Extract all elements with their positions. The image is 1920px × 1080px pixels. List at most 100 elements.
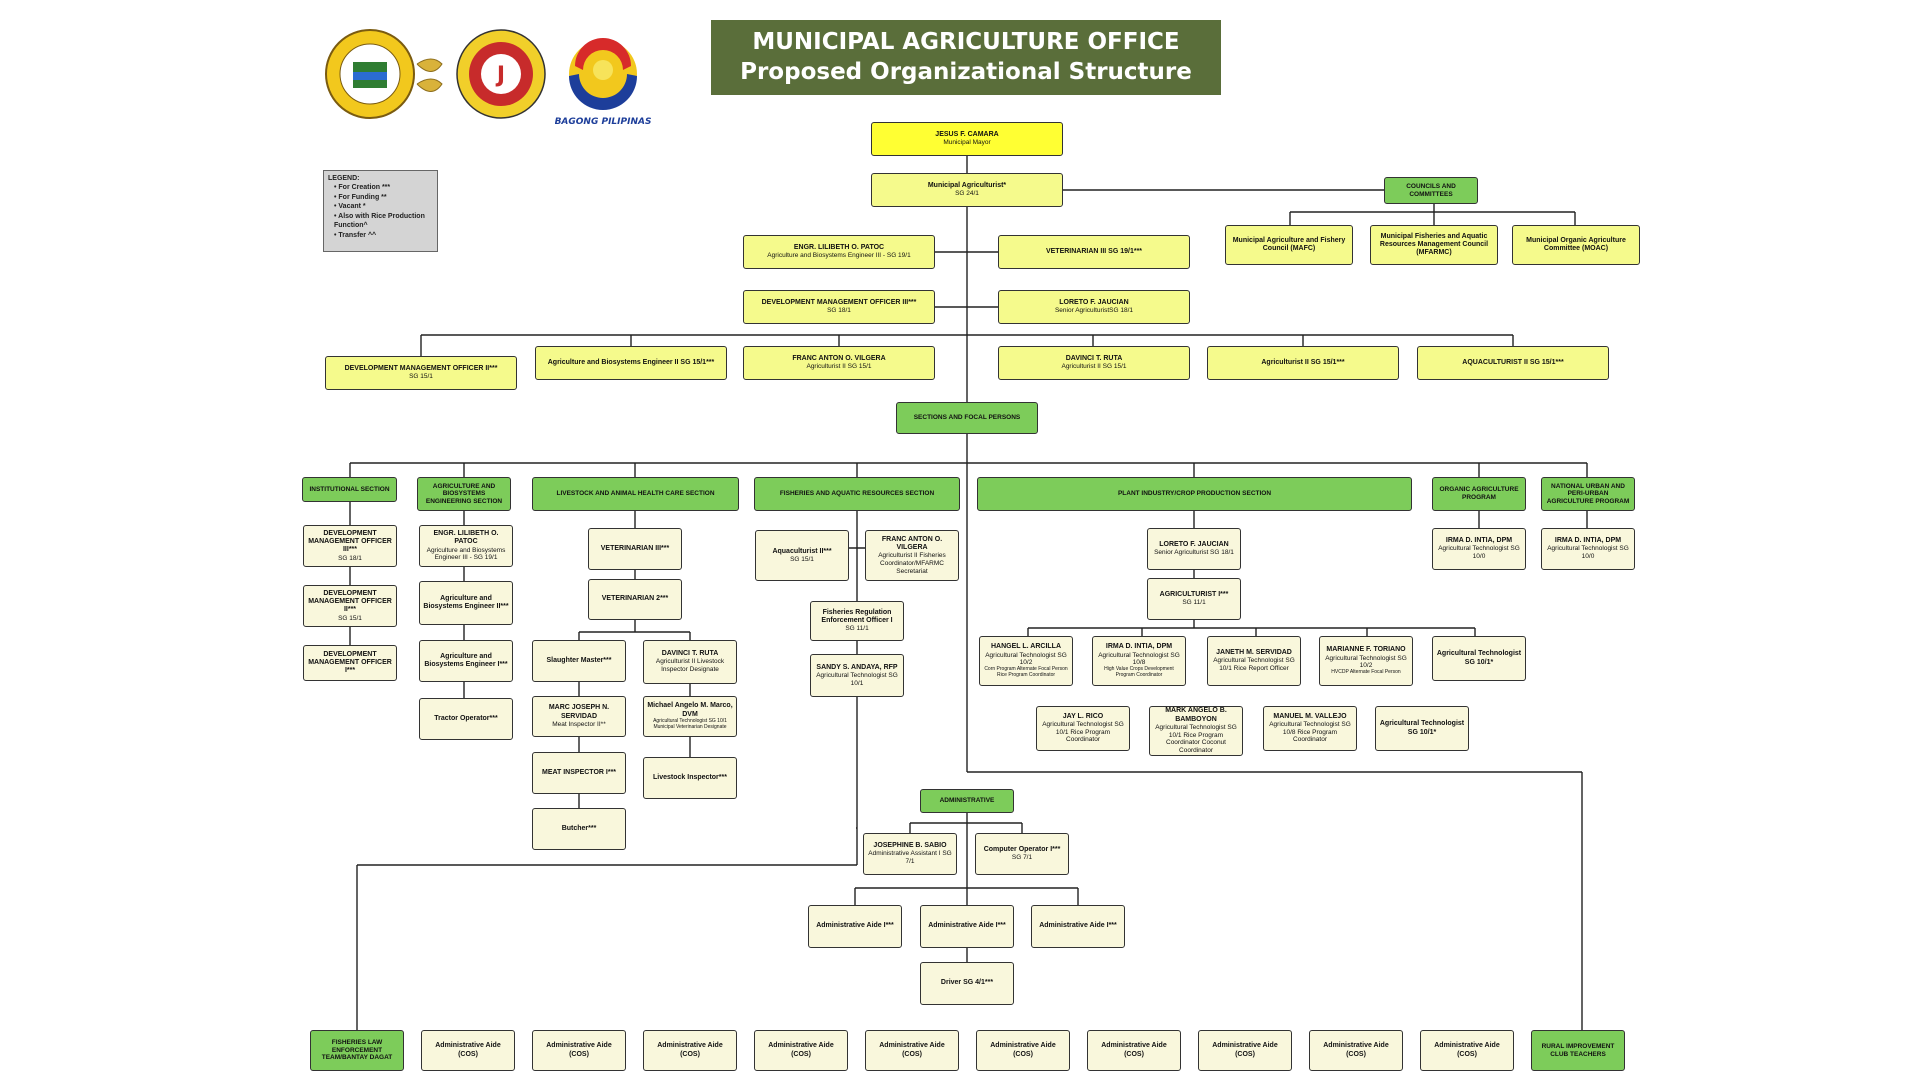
agriculturist-1-box[interactable]: AGRICULTURIST I*** SG 11/1 <box>1147 578 1241 620</box>
butcher-box[interactable]: Butcher*** <box>532 808 626 850</box>
abes-patoc-box[interactable]: ENGR. LILIBETH O. PATOC Agriculture and … <box>419 525 513 567</box>
box-title: Senior Agriculturist SG 18/1 <box>1154 549 1234 557</box>
councils-committees-box[interactable]: COUNCILS AND COMMITTEES <box>1384 177 1478 204</box>
freo-1-box[interactable]: Fisheries Regulation Enforcement Officer… <box>810 601 904 641</box>
admin-aide-1-box[interactable]: Administrative Aide I*** <box>808 905 902 948</box>
box-name: VETERINARIAN III*** <box>600 544 670 552</box>
intia-nupap-box[interactable]: IRMA D. INTIA, DPM Agricultural Technolo… <box>1541 528 1635 570</box>
cos-aide-box[interactable]: Administrative Aide (COS) <box>643 1030 737 1071</box>
institutional-section-box[interactable]: INSTITUTIONAL SECTION <box>302 477 397 502</box>
veterinarian-3-box[interactable]: VETERINARIAN III SG 19/1*** <box>998 235 1190 269</box>
abes-abe-2-box[interactable]: Agriculture and Biosystems Engineer II**… <box>419 581 513 625</box>
meat-inspector-1-box[interactable]: MEAT INSPECTOR I*** <box>532 752 626 794</box>
box-name: JESUS F. CAMARA <box>935 131 999 139</box>
sabio-box[interactable]: JOSEPHINE B. SABIO Administrative Assist… <box>863 833 957 875</box>
box-name: FISHERIES AND AQUATIC RESOURCES SECTION <box>779 490 935 498</box>
cos-aide-box[interactable]: Administrative Aide (COS) <box>421 1030 515 1071</box>
livestock-section-box[interactable]: LIVESTOCK AND ANIMAL HEALTH CARE SECTION <box>532 477 739 511</box>
box-name: SANDY S. ANDAYA, RFP <box>816 663 898 671</box>
sections-focal-persons-box[interactable]: SECTIONS AND FOCAL PERSONS <box>896 402 1038 434</box>
cos-aide-box[interactable]: Administrative Aide (COS) <box>754 1030 848 1071</box>
inst-dmo-3-box[interactable]: DEVELOPMENT MANAGEMENT OFFICER III*** SG… <box>303 525 397 567</box>
abe-section-box[interactable]: AGRICULTURE AND BIOSYSTEMS ENGINEERING S… <box>417 477 511 511</box>
box-name: Administrative Aide (COS) <box>1323 1042 1389 1058</box>
livestock-vet-3-box[interactable]: VETERINARIAN III*** <box>588 528 682 570</box>
ric-teachers-box[interactable]: RURAL IMPROVEMENT CLUB TEACHERS <box>1531 1030 1625 1071</box>
cos-aide-box[interactable]: Administrative Aide (COS) <box>865 1030 959 1071</box>
fisheries-section-box[interactable]: FISHERIES AND AQUATIC RESOURCES SECTION <box>754 477 960 511</box>
servidad-meat-inspector-box[interactable]: MARC JOSEPH N. SERVIDAD Meat Inspector I… <box>532 696 626 737</box>
rico-box[interactable]: JAY L. RICO Agricultural Technologist SG… <box>1036 706 1130 751</box>
toriano-box[interactable]: MARIANNE F. TORIANO Agricultural Technol… <box>1319 636 1413 686</box>
vallejo-box[interactable]: MANUEL M. VALLEJO Agricultural Technolog… <box>1263 706 1357 751</box>
box-name: Administrative Aide (COS) <box>1101 1042 1167 1058</box>
aquaculturist-2-box[interactable]: AQUACULTURIST II SG 15/1*** <box>1417 346 1609 380</box>
flet-box[interactable]: FISHERIES LAW ENFORCEMENT TEAM/BANTAY DA… <box>310 1030 404 1071</box>
box-name: Administrative Aide I*** <box>928 922 1006 930</box>
administrative-box[interactable]: ADMINISTRATIVE <box>920 789 1014 813</box>
dmo-3-box[interactable]: DEVELOPMENT MANAGEMENT OFFICER III*** SG… <box>743 290 935 324</box>
vilgera-agri2-box[interactable]: FRANC ANTON O. VILGERA Agriculturist II … <box>743 346 935 380</box>
box-title: SG 11/1 <box>845 625 869 633</box>
mfarmc-box[interactable]: Municipal Fisheries and Aquatic Resource… <box>1370 225 1498 265</box>
cos-aide-box[interactable]: Administrative Aide (COS) <box>532 1030 626 1071</box>
servidad-rice-box[interactable]: JANETH M. SERVIDAD Agricultural Technolo… <box>1207 636 1301 686</box>
livestock-inspector-box[interactable]: Livestock Inspector*** <box>643 757 737 799</box>
cos-aide-box[interactable]: Administrative Aide (COS) <box>1309 1030 1403 1071</box>
agtech-vacant-2-box[interactable]: Agricultural Technologist SG 10/1* <box>1375 706 1469 751</box>
inst-dmo-2-box[interactable]: DEVELOPMENT MANAGEMENT OFFICER II*** SG … <box>303 585 397 627</box>
cos-aide-box[interactable]: Administrative Aide (COS) <box>1087 1030 1181 1071</box>
mayor-box[interactable]: JESUS F. CAMARA Municipal Mayor <box>871 122 1063 156</box>
box-name: LIVESTOCK AND ANIMAL HEALTH CARE SECTION <box>556 490 715 498</box>
moac-box[interactable]: Municipal Organic Agriculture Committee … <box>1512 225 1640 265</box>
agriculturist-2-box[interactable]: Agriculturist II SG 15/1*** <box>1207 346 1399 380</box>
box-name: JAY L. RICO <box>1062 712 1104 720</box>
cos-aide-box[interactable]: Administrative Aide (COS) <box>1198 1030 1292 1071</box>
cos-aide-box[interactable]: Administrative Aide (COS) <box>1420 1030 1514 1071</box>
inst-dmo-1-box[interactable]: DEVELOPMENT MANAGEMENT OFFICER I*** <box>303 645 397 681</box>
agtech-vacant-1-box[interactable]: Agricultural Technologist SG 10/1* <box>1432 636 1526 681</box>
patoc-abe3-box[interactable]: ENGR. LILIBETH O. PATOC Agriculture and … <box>743 235 935 269</box>
ruta-livestock-box[interactable]: DAVINCI T. RUTA Agriculturist II Livesto… <box>643 640 737 684</box>
marco-vet-box[interactable]: Michael Angelo M. Marco, DVM Agricultura… <box>643 696 737 737</box>
intia-hvcdp-box[interactable]: IRMA D. INTIA, DPM Agricultural Technolo… <box>1092 636 1186 686</box>
municipal-agriculturist-box[interactable]: Municipal Agriculturist* SG 24/1 <box>871 173 1063 207</box>
veterinarian-2-box[interactable]: VETERINARIAN 2*** <box>588 579 682 620</box>
abes-abe-1-box[interactable]: Agriculture and Biosystems Engineer I*** <box>419 640 513 682</box>
computer-operator-box[interactable]: Computer Operator I*** SG 7/1 <box>975 833 1069 875</box>
box-name: Agricultural Technologist SG 10/1* <box>1379 720 1465 736</box>
cos-aide-box[interactable]: Administrative Aide (COS) <box>976 1030 1070 1071</box>
box-name: Agriculture and Biosystems Engineer II**… <box>423 594 509 610</box>
box-title: Agricultural Technologist SG 10/2 <box>1325 654 1407 670</box>
nupap-box[interactable]: NATIONAL URBAN AND PERI-URBAN AGRICULTUR… <box>1541 477 1635 511</box>
ruta-agri2-box[interactable]: DAVINCI T. RUTA Agriculturist II SG 15/1 <box>998 346 1190 380</box>
arcilla-box[interactable]: HANGEL L. ARCILLA Agricultural Technolog… <box>979 636 1073 686</box>
organic-agriculture-box[interactable]: ORGANIC AGRICULTURE PROGRAM <box>1432 477 1526 511</box>
slaughter-master-box[interactable]: Slaughter Master*** <box>532 640 626 682</box>
box-name: JANETH M. SERVIDAD <box>1216 649 1292 657</box>
box-name: HANGEL L. ARCILLA <box>991 643 1061 651</box>
andaya-box[interactable]: SANDY S. ANDAYA, RFP Agricultural Techno… <box>810 654 904 697</box>
box-name: Agriculture and Biosystems Engineer I*** <box>424 652 508 668</box>
box-name: NATIONAL URBAN AND PERI-URBAN AGRICULTUR… <box>1546 482 1630 505</box>
box-name: Aquaculturist II*** <box>772 547 832 555</box>
box-name: Driver SG 4/1*** <box>940 979 994 987</box>
jaucian-senior-box[interactable]: LORETO F. JAUCIAN Senior AgriculturistSG… <box>998 290 1190 324</box>
mafc-box[interactable]: Municipal Agriculture and Fishery Counci… <box>1225 225 1353 265</box>
abe-2-box[interactable]: Agriculture and Biosystems Engineer II S… <box>535 346 727 380</box>
admin-aide-3-box[interactable]: Administrative Aide I*** <box>1031 905 1125 948</box>
box-name: Michael Angelo M. Marco, DVM <box>647 702 733 718</box>
plant-industry-section-box[interactable]: PLANT INDUSTRY/CROP PRODUCTION SECTION <box>977 477 1412 511</box>
jaucian-plant-box[interactable]: LORETO F. JAUCIAN Senior Agriculturist S… <box>1147 528 1241 570</box>
aquaculturist-2-fisheries-box[interactable]: Aquaculturist II*** SG 15/1 <box>755 530 849 581</box>
tractor-operator-box[interactable]: Tractor Operator*** <box>419 698 513 740</box>
dmo-2-box[interactable]: DEVELOPMENT MANAGEMENT OFFICER II*** SG … <box>325 356 517 390</box>
legend-item: • Vacant * <box>334 203 366 211</box>
vilgera-fisheries-box[interactable]: FRANC ANTON O. VILGERA Agriculturist II … <box>865 530 959 581</box>
box-title: Meat Inspector II** <box>552 720 606 728</box>
intia-organic-box[interactable]: IRMA D. INTIA, DPM Agricultural Technolo… <box>1432 528 1526 570</box>
bamboyon-box[interactable]: MARK ANGELO B. BAMBOYON Agricultural Tec… <box>1149 706 1243 756</box>
box-name: JOSEPHINE B. SABIO <box>873 842 947 850</box>
driver-box[interactable]: Driver SG 4/1*** <box>920 962 1014 1005</box>
admin-aide-2-box[interactable]: Administrative Aide I*** <box>920 905 1014 948</box>
